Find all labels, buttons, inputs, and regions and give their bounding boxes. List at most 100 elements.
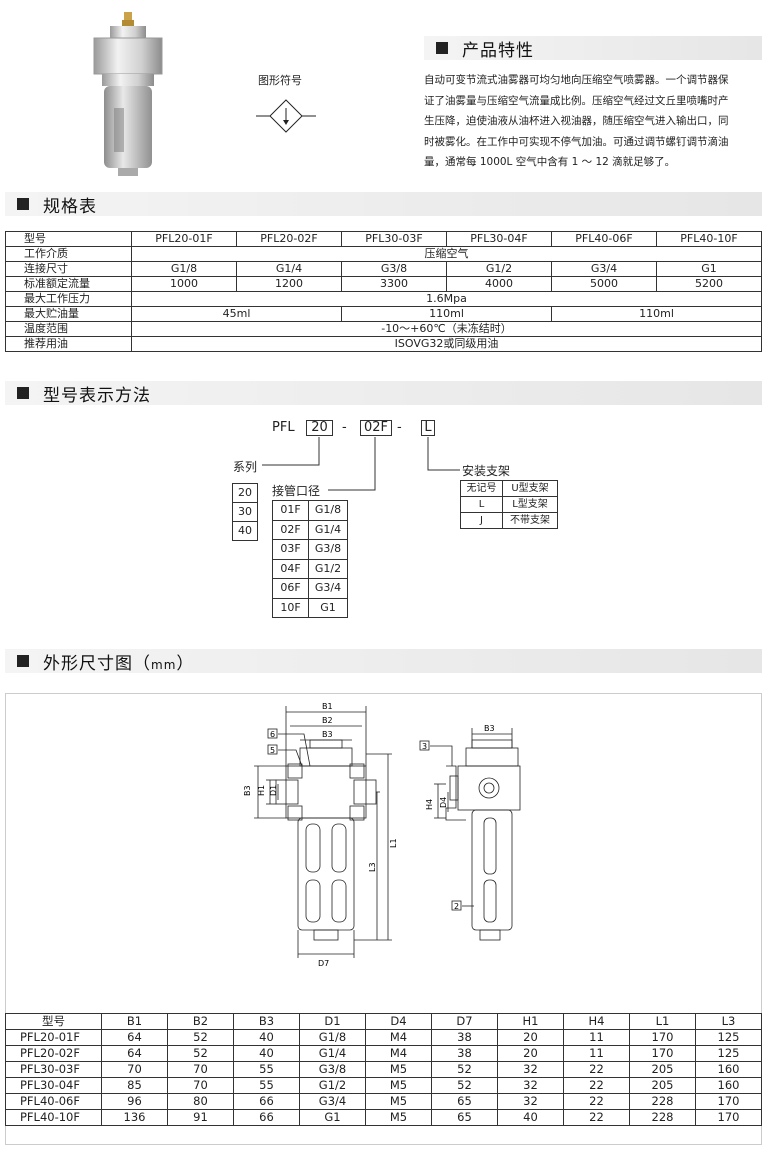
features-line: 生压降，迫使油液从油杯进入视油器，随压缩空气进入输出口，同 [424,115,729,127]
dimension-drawing-frame [5,693,762,1145]
table-cell: PFL30-03F [5,1061,102,1078]
table-cell: PFL20-01F [131,231,237,247]
square-bullet-icon [17,655,29,667]
lubricator-symbol-icon [256,96,316,136]
table-cell: 125 [695,1045,762,1062]
features-line: 量，通常每 1000L 空气中含有 1 ～ 12 滴就足够了。 [424,156,676,168]
dim-label-d1: D1 [269,785,278,796]
table-cell: 外形尺寸图 [43,653,133,674]
table-cell: 205 [629,1061,696,1078]
table-row: 20 [232,483,258,503]
table-cell: 70 [167,1077,234,1094]
table-cell: 170 [629,1045,696,1062]
table-cell: G1/2 [308,558,348,579]
table-cell: 22 [563,1109,630,1126]
table-cell: G1/8 [308,500,348,521]
table-cell: 52 [167,1045,234,1062]
table-cell: PFL30-04F [446,231,552,247]
dim-label-b3-side: B3 [484,724,495,733]
table-cell: G1/2 [446,261,552,277]
table-cell: 125 [695,1029,762,1046]
table-cell: 32 [497,1093,564,1110]
table-cell: 无记号 [460,480,503,497]
table-cell: 205 [629,1077,696,1094]
table-cell: 01F [272,500,309,521]
dim-label-d7: D7 [318,959,329,968]
features-line: 时被雾化。在工作中可实现不停气加油。可通过调节螺钉调节滴油 [424,135,729,148]
table-cell: 11 [563,1045,630,1062]
dim-label-d4: D4 [439,797,448,808]
table-cell: G1 [299,1109,366,1126]
table-cell: 30 [232,502,258,522]
table-cell: M5 [365,1093,432,1110]
table-cell: G3/4 [308,578,348,599]
table-cell: mm [151,657,177,672]
table-cell: 66 [233,1093,300,1110]
table-cell: 70 [167,1061,234,1078]
table-cell: 170 [695,1093,762,1110]
table-row: 连接尺寸 G1/8 G1/4 G3/8 G1/2 G3/4 G1 [5,261,762,277]
table-cell: 70 [101,1061,168,1078]
table-cell: 11 [563,1029,630,1046]
table-cell: 38 [431,1045,498,1062]
table-cell: 170 [629,1029,696,1046]
table-cell: 40 [232,521,258,541]
table-cell: 10F [272,597,309,618]
dim-label-l3: L3 [368,862,377,872]
table-cell: 20 [232,483,258,503]
dim-label-h1: H1 [257,785,266,796]
series-label: 系列 [233,460,258,474]
spec-table: 型号 PFL20-01F PFL20-02F PFL30-03F PFL30-0… [5,231,762,352]
table-cell: 55 [233,1061,300,1078]
code-dash: - [397,420,402,435]
table-cell: 228 [629,1093,696,1110]
table-cell: G3/8 [299,1061,366,1078]
features-title: 产品特性 [462,40,534,61]
table-row: 温度范围 -10～+60℃（未冻结时） [5,321,762,337]
model-code-header: 型号表示方法 [5,381,762,406]
table-cell: 推荐用油 [5,336,132,352]
table-cell: U型支架 [502,480,558,497]
table-cell: 40 [233,1045,300,1062]
symbol-label: 图形符号 [258,74,302,87]
table-cell: G1/2 [299,1077,366,1094]
table-cell: 65 [431,1109,498,1126]
table-cell: 65 [431,1093,498,1110]
table-cell: 型号 [5,1013,102,1030]
table-cell: 06F [272,578,309,599]
table-cell: H4 [563,1013,630,1030]
table-cell: 85 [101,1077,168,1094]
callout-6: 6 [270,730,275,739]
table-cell: M4 [365,1045,432,1062]
table-cell: 20 [497,1029,564,1046]
callout-3: 3 [422,742,427,751]
table-cell: 96 [101,1093,168,1110]
dim-label-l1: L1 [389,838,398,848]
table-cell: 55 [233,1077,300,1094]
table-cell: 03F [272,539,309,560]
table-cell: D7 [431,1013,498,1030]
table-cell: B3 [233,1013,300,1030]
table-cell: L3 [695,1013,762,1030]
table-cell: PFL40-06F [551,231,657,247]
table-cell: 04F [272,558,309,579]
table-cell: 40 [233,1029,300,1046]
code-dash: - [342,420,347,435]
table-cell: M5 [365,1109,432,1126]
table-cell: 02F [272,519,309,540]
table-row: 型号 PFL20-01F PFL20-02F PFL30-03F PFL30-0… [5,231,762,247]
table-cell: 136 [101,1109,168,1126]
table-cell: 52 [167,1029,234,1046]
